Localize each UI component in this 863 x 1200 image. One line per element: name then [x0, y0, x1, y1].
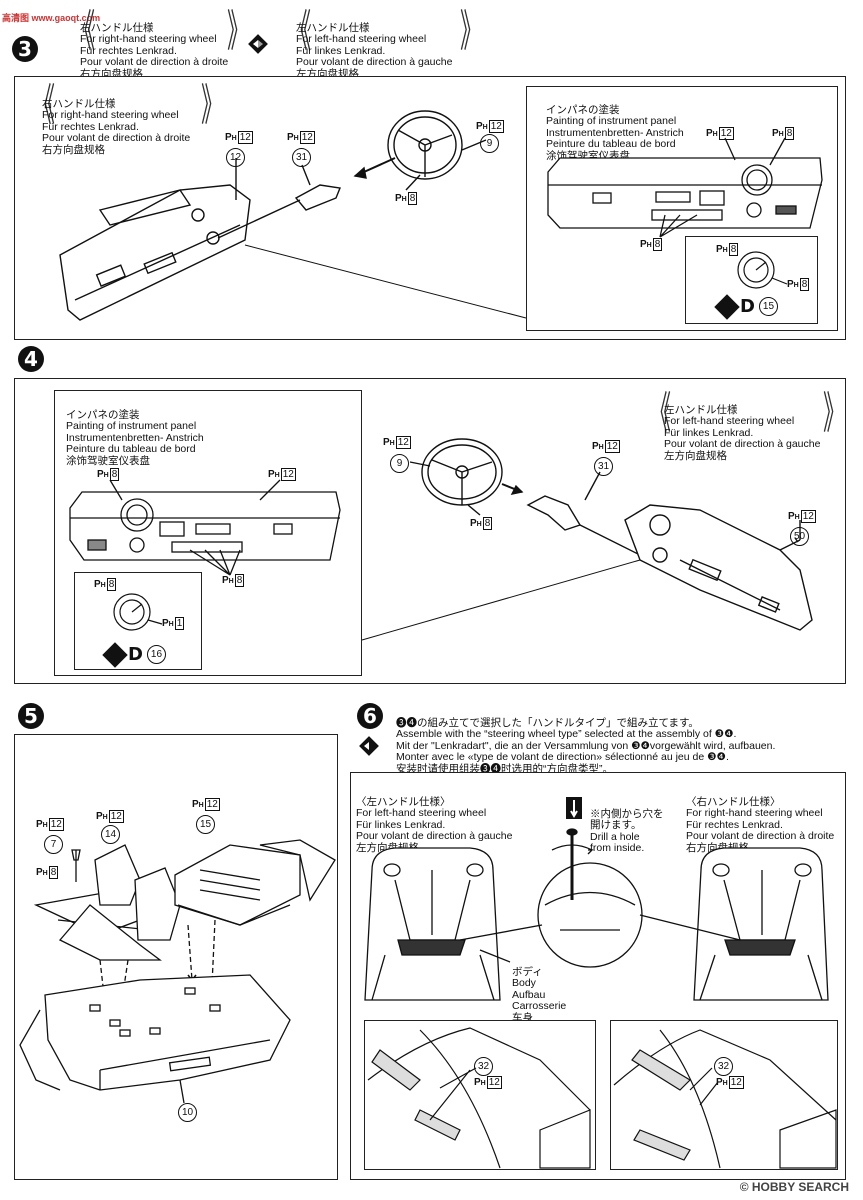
step5-panel [14, 734, 338, 1180]
swap-icon [247, 33, 269, 55]
bracket: 《 [33, 80, 55, 131]
step-4-badge: 4 [18, 346, 44, 372]
decal-badge: D 15 [714, 293, 778, 320]
bracket-right: 》 [227, 6, 249, 57]
bracket-right-2: 》 [460, 6, 482, 57]
part-number-32: 32 [474, 1057, 493, 1076]
dial-detail-box [685, 236, 818, 324]
text-fr: Pour volant de direction à droite [80, 56, 229, 68]
text-de: Für linkes Lenkrad. [296, 44, 386, 57]
text-fr: Pour volant de direction à gauche [296, 56, 453, 68]
decal-letter: D [128, 644, 143, 665]
bracket-left: 《 [73, 6, 95, 57]
bracket: 》 [201, 80, 223, 131]
part-number-16: 16 [146, 645, 166, 664]
watermark-text: 高清图 www.gaoqt.com [2, 13, 101, 23]
decal-letter: D [740, 296, 755, 317]
part-number-31: 31 [594, 457, 613, 476]
step-6-badge: 6 [357, 703, 383, 729]
part-number-32: 32 [714, 1057, 733, 1076]
text-en: For left-hand steering wheel [296, 33, 427, 45]
watermark-logo: 高清图 www.gaoqt.com [2, 8, 100, 24]
text-en: For right-hand steering wheel [80, 33, 217, 45]
bracket-left-2: 《 [289, 6, 311, 57]
bracket: 》 [823, 388, 845, 439]
swap-icon [358, 735, 380, 757]
part-number-15: 15 [196, 815, 215, 834]
part-number-10: 10 [178, 1103, 197, 1122]
text-cn: 左方向盘规格 [296, 67, 359, 80]
part-number-15: 15 [758, 297, 778, 316]
step6-intro: ❸❹の組み立てで選択した「ハンドルタイプ」で組み立てます。Assemble wi… [396, 716, 776, 775]
part-number-31: 31 [292, 148, 311, 167]
part-number-9: 9 [480, 134, 499, 153]
text-de: Für rechtes Lenkrad. [80, 44, 177, 57]
bracket: 《 [649, 388, 671, 439]
part-number-14: 14 [101, 825, 120, 844]
footer-watermark: © HOBBY SEARCH [739, 1180, 849, 1194]
text-jp: 左ハンドル仕様 [296, 21, 370, 34]
step-5-badge: 5 [18, 703, 44, 729]
detail-inset-left [364, 1020, 596, 1170]
drill-icon [566, 797, 582, 819]
step-3-badge: 3 [12, 36, 38, 62]
decal-badge: D 16 [102, 641, 166, 668]
part-number-7: 7 [44, 835, 63, 854]
dial-detail-box [74, 572, 202, 670]
part-number-9: 9 [390, 454, 409, 473]
text-jp: 右ハンドル仕様 [80, 21, 154, 34]
text-cn: 右方向盘规格 [80, 67, 143, 80]
